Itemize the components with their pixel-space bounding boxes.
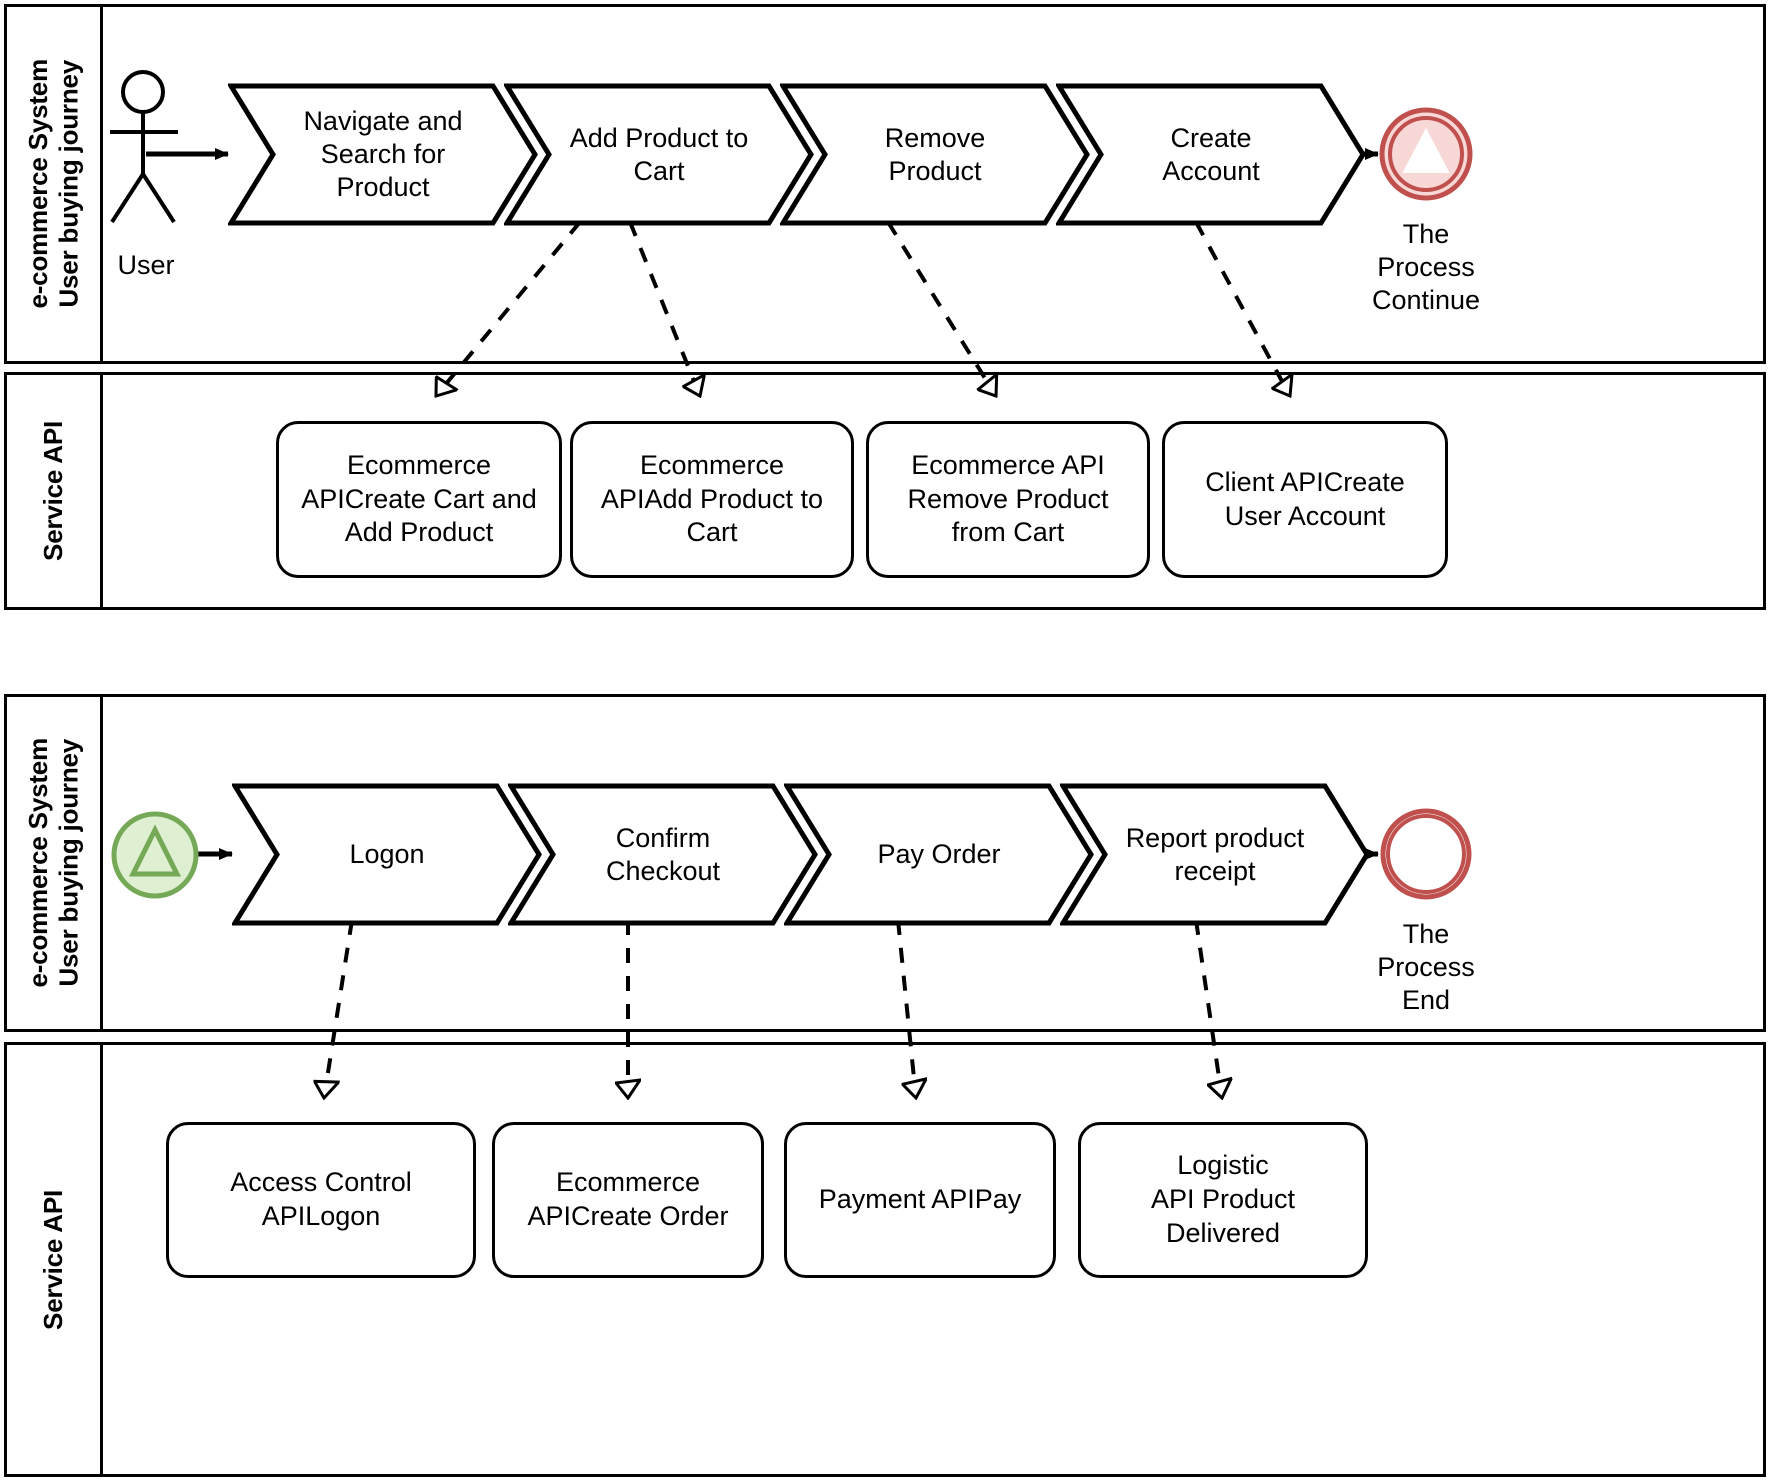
event-process-continue-label: The Process Continue <box>1371 219 1481 315</box>
lane-label-bottom-service-api: Service API <box>38 1189 69 1330</box>
link-throw-triangle-icon <box>1402 127 1450 173</box>
activity-confirm-checkout-label: Confirm Checkout <box>605 822 721 886</box>
activity-confirm-checkout[interactable]: Confirm Checkout <box>508 783 818 926</box>
activity-logon-label: Logon <box>349 839 425 870</box>
api-task-create-cart-and-add-product[interactable]: Ecommerce APICreate Cart and Add Product <box>276 421 562 578</box>
activity-navigate-and-search[interactable]: Navigate and Search for Product <box>228 83 538 226</box>
activity-report-product-receipt-label: Report product receipt <box>1125 822 1305 886</box>
activity-add-product-to-cart[interactable]: Add Product to Cart <box>504 83 814 226</box>
activity-add-product-to-cart-label: Add Product to Cart <box>569 122 749 186</box>
lane-header-bottom-service-api: Service API <box>7 1045 103 1474</box>
lane-label-top-service-api: Service API <box>38 421 69 561</box>
api-task-product-delivered[interactable]: Logistic API Product Delivered <box>1078 1122 1368 1278</box>
api-task-access-control-logon[interactable]: Access Control APILogon <box>166 1122 476 1278</box>
api-task-remove-product-from-cart[interactable]: Ecommerce API Remove Product from Cart <box>866 421 1150 578</box>
event-inner-ring <box>1388 116 1464 192</box>
lane-header-top-journey: e-commerce System User buying journey <box>7 7 103 361</box>
end-event-inner-ring <box>1386 814 1466 894</box>
lane-label-top-journey: e-commerce System User buying journey <box>22 59 84 309</box>
activity-pay-order[interactable]: Pay Order <box>784 783 1094 926</box>
activity-create-account[interactable]: Create Account <box>1056 83 1366 226</box>
actor-user-label: User <box>117 250 175 280</box>
activity-remove-product-label: Remove Product <box>884 122 986 186</box>
api-task-create-user-account[interactable]: Client APICreate User Account <box>1162 421 1448 578</box>
activity-logon[interactable]: Logon <box>232 783 542 926</box>
event-process-continue[interactable] <box>1378 106 1474 202</box>
activity-remove-product[interactable]: Remove Product <box>780 83 1090 226</box>
activity-navigate-and-search-label: Navigate and Search for Product <box>303 106 463 202</box>
event-process-end-label: The Process End <box>1377 919 1475 1015</box>
api-task-payment-pay[interactable]: Payment APIPay <box>784 1122 1056 1278</box>
api-task-create-order[interactable]: Ecommerce APICreate Order <box>492 1122 764 1278</box>
event-process-start-link[interactable] <box>110 810 200 900</box>
actor-head-icon <box>121 70 165 114</box>
lane-label-bottom-journey: e-commerce System User buying journey <box>22 738 84 988</box>
event-process-end[interactable] <box>1378 806 1474 902</box>
api-task-add-product-to-cart[interactable]: Ecommerce APIAdd Product to Cart <box>570 421 854 578</box>
link-catch-triangle-icon <box>128 824 182 877</box>
activity-report-product-receipt[interactable]: Report product receipt <box>1060 783 1370 926</box>
lane-header-bottom-journey: e-commerce System User buying journey <box>7 697 103 1029</box>
actor-user <box>96 70 196 230</box>
activity-create-account-label: Create Account <box>1162 122 1260 186</box>
activity-pay-order-label: Pay Order <box>877 839 1001 870</box>
lane-header-top-service-api: Service API <box>7 375 103 607</box>
end-event-outer-ring <box>1380 808 1472 900</box>
